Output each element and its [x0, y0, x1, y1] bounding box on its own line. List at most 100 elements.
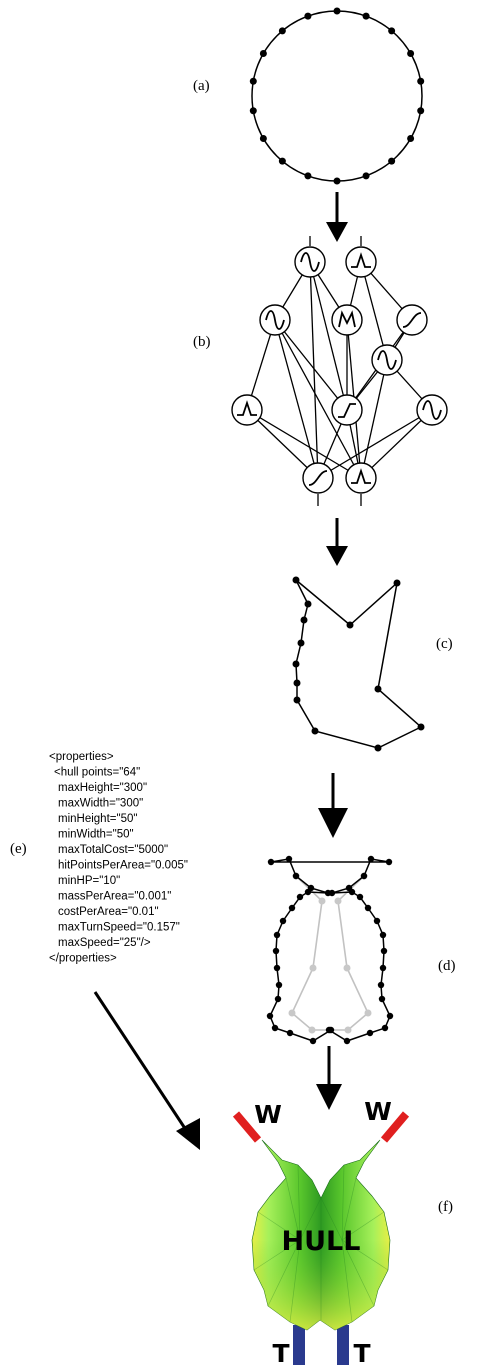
xml-line: minHeight="50": [58, 813, 137, 825]
hull-c-point: [417, 723, 425, 731]
hull-d-point: [380, 947, 388, 955]
network-edges: [246, 236, 433, 506]
panel-d-mirrored-hull: (d): [266, 855, 456, 1045]
hull-c-point: [292, 576, 300, 584]
panel-c-hull-points: (c): [292, 576, 453, 752]
network-edge: [274, 319, 362, 479]
circle-point: [362, 12, 370, 20]
sine-icon: [265, 310, 285, 330]
network-nodes: [231, 246, 448, 494]
thruster-left-label: T: [272, 1339, 289, 1365]
hull-d-inner-point: [343, 964, 351, 972]
xml-line: maxTotalCost="5000": [58, 844, 168, 856]
xml-line: minWidth="50": [58, 829, 134, 841]
hull-c-point: [304, 600, 312, 608]
hull-d-point: [272, 947, 280, 955]
network-edge: [317, 409, 433, 479]
circle-point: [259, 135, 267, 142]
circle-point: [333, 7, 341, 15]
hull-d-point: [267, 858, 275, 866]
hull-d-point: [345, 884, 353, 892]
thruster-right: [337, 1325, 349, 1365]
gaussian-icon: [351, 252, 371, 268]
network-edge: [360, 359, 388, 479]
hull-d-point: [292, 872, 300, 880]
thruster-left: [293, 1325, 305, 1365]
arrow-e-to-f-head: [176, 1118, 200, 1150]
circle-point: [407, 135, 415, 142]
initial-circle-outline: [251, 10, 423, 182]
hull-d-point: [275, 981, 283, 989]
ship-hull-bottom-shade: [252, 1240, 390, 1330]
hull-d-outline: [269, 858, 391, 1042]
multi-peak-icon: [338, 310, 356, 328]
circle-point: [304, 12, 312, 20]
hull-d-point: [286, 1029, 294, 1037]
hull-d-shape: [266, 855, 394, 1045]
xml-line: maxHeight="300": [58, 782, 147, 794]
hull-d-inner-point: [344, 1026, 352, 1034]
panel-f-ship: HULL W W T T (f): [232, 1097, 453, 1365]
hull-c-point: [293, 696, 301, 704]
arrow-a-to-b-head: [326, 222, 348, 242]
gaussian-icon: [237, 400, 257, 416]
hull-d-point: [328, 889, 336, 897]
circle-point: [417, 107, 425, 115]
circle-point: [304, 172, 312, 180]
panel-b-network: (b): [193, 236, 448, 506]
hull-d-point: [377, 981, 385, 989]
hull-d-point: [367, 855, 375, 863]
hull-d-inner-skeleton: [291, 875, 369, 1031]
panel-e-label: (e): [10, 841, 27, 857]
network-node-step-icon: [331, 394, 363, 426]
arrow-e-to-f: [93, 991, 190, 1134]
panel-a-label: (a): [193, 78, 210, 94]
hull-c-shape: [292, 576, 425, 752]
xml-line: maxTurnSpeed="0.157": [58, 922, 180, 934]
hull-d-point: [274, 995, 282, 1003]
hull-d-point: [325, 1026, 333, 1034]
ship-hull-facets: [253, 1164, 389, 1323]
arrow-b-to-c-head: [326, 546, 348, 566]
network-edge: [246, 319, 276, 411]
hull-d-point: [279, 917, 287, 925]
circle-point: [333, 177, 341, 185]
panel-b-label: (b): [193, 334, 211, 350]
network-edge: [246, 409, 362, 479]
hull-c-point: [346, 621, 354, 629]
network-node-gaussian-icon: [345, 246, 377, 278]
weapon-left-label: W: [254, 1100, 282, 1129]
hull-c-point: [297, 639, 305, 647]
network-node-multi-peak-icon: [331, 304, 363, 336]
thruster-right-label: T: [353, 1339, 370, 1365]
sigmoid-icon: [308, 470, 328, 486]
hull-d-point: [273, 964, 281, 972]
network-node-sine-icon: [294, 246, 326, 278]
hull-c-point: [393, 579, 401, 587]
hull-d-point: [379, 931, 387, 939]
network-node-sigmoid-icon: [396, 304, 428, 336]
gaussian-icon: [351, 468, 371, 484]
hull-d-point: [271, 1024, 279, 1032]
network-edge: [360, 261, 388, 361]
hull-d-point: [266, 1012, 274, 1020]
panel-d-label: (d): [438, 958, 456, 974]
circle-point: [278, 157, 286, 165]
hull-d-point: [386, 1012, 394, 1020]
sine-icon: [377, 350, 397, 370]
network-node-sine-icon: [259, 304, 291, 336]
circle-point: [259, 50, 267, 57]
weapon-right: [380, 1111, 410, 1143]
hull-d-inner-point: [288, 1009, 296, 1017]
hull-d-point: [385, 858, 393, 866]
hull-d-point: [288, 904, 296, 912]
hull-d-point: [296, 893, 304, 901]
hull-c-point: [300, 616, 308, 624]
hull-d-point: [285, 855, 293, 863]
circle-point: [278, 27, 286, 35]
network-edge: [274, 319, 348, 411]
network-edge: [309, 261, 319, 479]
xml-line: </properties>: [49, 953, 117, 965]
hull-d-inner-point: [308, 1026, 316, 1034]
hull-d-point: [360, 872, 368, 880]
